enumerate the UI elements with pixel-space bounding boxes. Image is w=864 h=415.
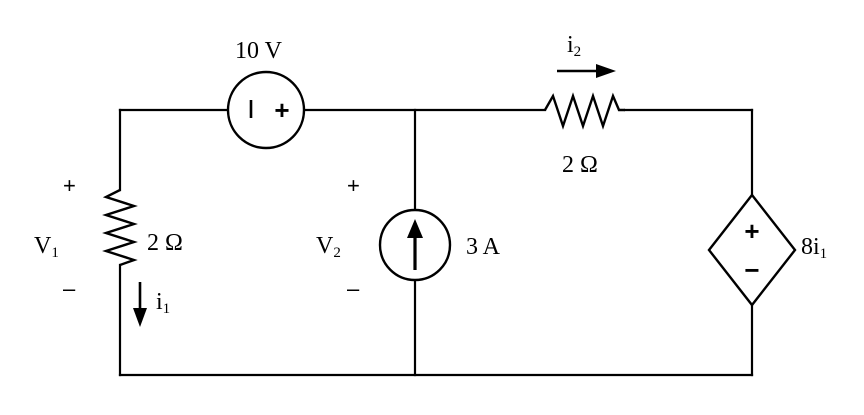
i1-label: i1 [156, 289, 170, 317]
i1-current-arrow [133, 282, 147, 327]
v2-plus: + [347, 173, 360, 198]
dependent-voltage-source: + − [707, 193, 797, 307]
v2-minus: – [347, 276, 360, 301]
current-source-3a [378, 208, 452, 282]
left-resistor-label: 2 Ω [147, 230, 183, 256]
v1-plus: + [63, 173, 76, 198]
v2-label: V2 [316, 233, 341, 261]
voltage-source-plus-mark: + [274, 95, 289, 125]
wires [118, 108, 754, 377]
i2-current-arrow [557, 64, 616, 78]
dependent-minus-mark: − [744, 255, 759, 285]
v1-label: V1 [34, 233, 59, 261]
v1-minus: – [63, 276, 76, 301]
left-resistor [102, 188, 138, 267]
dependent-source-label: 8i1 [801, 234, 827, 262]
top-resistor [543, 92, 625, 130]
dependent-plus-mark: + [744, 216, 759, 246]
i2-label: i2 [567, 32, 581, 60]
current-source-label: 3 A [466, 234, 501, 260]
voltage-source-label: 10 V [235, 38, 283, 64]
arrow-up-icon [407, 219, 423, 238]
top-resistor-label: 2 Ω [562, 152, 598, 178]
voltage-source-10v: + [226, 70, 306, 150]
